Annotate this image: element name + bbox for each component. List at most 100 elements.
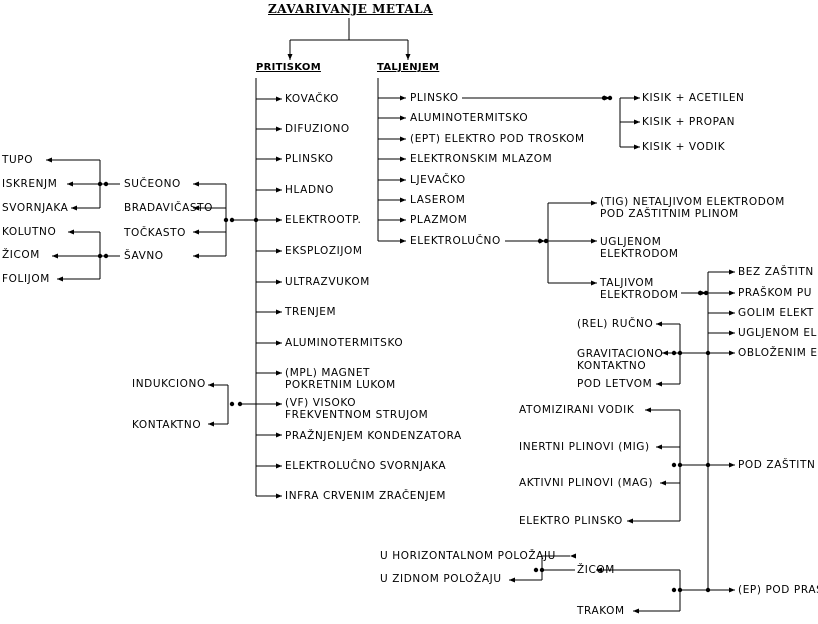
arrowhead (276, 340, 282, 346)
junction-dot (537, 238, 543, 244)
node-tockasto: TOČKASTO (124, 227, 187, 239)
node-horizontalnom: U HORIZONTALNOM POLOŽAJU (380, 550, 556, 562)
arrowhead (287, 54, 293, 60)
node-suceono: SUČEONO (124, 178, 181, 190)
arrowhead (656, 321, 662, 327)
arrowhead (656, 381, 662, 387)
node-iskrenjm: ISKRENJM (2, 178, 58, 190)
arrowhead (660, 480, 666, 486)
node-savno: ŠAVNO (124, 250, 164, 262)
node-ultrazvukom: ULTRAZVUKOM (285, 276, 370, 288)
node-difuziono: DIFUZIONO (285, 123, 350, 135)
node-pod-zastitnim: POD ZAŠTITN (738, 459, 816, 471)
junction-dot (253, 217, 259, 223)
node-elektrolucno: ELEKTROLUČNO (410, 235, 501, 247)
junction-dot (103, 181, 109, 187)
arrowhead (276, 463, 282, 469)
node-svornjaka-suceono: SVORNJAKA (2, 202, 69, 214)
node-ep-pod-praskom: (EP) POD PRAŠ (738, 584, 818, 596)
junction-dot (223, 217, 229, 223)
arrowhead (729, 587, 735, 593)
junction-dot (697, 290, 703, 296)
node-plinsko-pritiskom: PLINSKO (285, 153, 334, 165)
arrowhead (400, 238, 406, 244)
arrowhead (193, 229, 199, 235)
junction-dot (705, 350, 711, 356)
node-kisik-acetilen: KISIK + ACETILEN (642, 92, 745, 104)
node-elektronskim: ELEKTRONSKIM MLAZOM (410, 153, 553, 165)
arrowhead (656, 444, 662, 450)
node-zicom-savno: ŽICOM (2, 249, 40, 261)
branch-pritiskom: PRITISKOM (256, 62, 321, 73)
arrowhead (71, 205, 77, 211)
junction-dot (97, 181, 103, 187)
node-ept: (EPT) ELEKTRO POD TROSKOM (410, 133, 585, 145)
arrowhead (634, 119, 640, 125)
node-svornjaka: ELEKTROLUČNO SVORNJAKA (285, 460, 447, 472)
arrowhead (46, 157, 52, 163)
node-elektrootp: ELEKTROOTP. (285, 214, 362, 226)
node-elektro-plinsko: ELEKTRO PLINSKO (519, 515, 623, 527)
diagram-title: ZAVARIVANJE METALA (268, 2, 433, 16)
arrowhead (400, 177, 406, 183)
arrowhead (276, 279, 282, 285)
junction-dot (677, 462, 683, 468)
arrowhead (193, 205, 199, 211)
node-pod-letvom: POD LETVOM (577, 378, 653, 390)
node-praskom: PRAŠKOM PU (738, 287, 813, 299)
arrowhead (400, 197, 406, 203)
arrowhead (193, 181, 199, 187)
node-ljevacko: LJEVAČKO (410, 174, 466, 186)
node-bradavicasto: BRADAVIČASTO (124, 202, 214, 214)
node-bez-zastitne: BEZ ZAŠTITN (738, 266, 814, 278)
node-zicom-ep: ŽICOM (577, 564, 615, 576)
arrowhead (633, 608, 639, 614)
junction-dot (539, 567, 545, 573)
arrowhead (276, 248, 282, 254)
arrowhead (645, 407, 651, 413)
junction-dot (703, 290, 709, 296)
junction-dot (103, 253, 109, 259)
junction-dot (671, 462, 677, 468)
arrowhead (729, 350, 735, 356)
node-laserom: LASEROM (410, 194, 466, 206)
arrowhead (276, 96, 282, 102)
node-tupo: TUPO (2, 154, 34, 166)
node-aluminotermitsko-taljenjem: ALUMINOTERMITSKO (410, 112, 529, 124)
arrowhead (662, 350, 668, 356)
arrowhead (67, 181, 73, 187)
node-aluminotermitsko-pritiskom: ALUMINOTERMITSKO (285, 337, 404, 349)
arrowhead (405, 54, 411, 60)
arrowhead (57, 276, 63, 282)
node-plinsko-taljenjem: PLINSKO (410, 92, 459, 104)
arrowhead (400, 115, 406, 121)
junction-dot (677, 350, 683, 356)
node-trenjem: TRENJEM (285, 306, 337, 318)
arrowhead (634, 95, 640, 101)
node-kisik-vodik: KISIK + VODIK (642, 141, 726, 153)
node-rel-rucno: (REL) RUČNO (577, 318, 654, 330)
node-golim: GOLIM ELEKT (738, 307, 814, 319)
arrowhead (276, 309, 282, 315)
node-praznjenjem: PRAŽNJENJEM KONDENZATORA (285, 430, 462, 442)
node-folijom: FOLIJOM (2, 273, 50, 285)
branch-taljenjem: TALJENJEM (377, 62, 440, 73)
arrowhead (729, 310, 735, 316)
arrowhead (276, 370, 282, 376)
node-eksplozijom: EKSPLOZIJOM (285, 245, 363, 257)
junction-dot (229, 217, 235, 223)
arrowhead (208, 382, 214, 388)
junction-dot (705, 587, 711, 593)
junction-dot (229, 401, 235, 407)
arrowhead (509, 577, 515, 583)
arrowhead (400, 156, 406, 162)
arrowhead (276, 432, 282, 438)
junction-dot (601, 95, 607, 101)
node-kontaktno: KONTAKTNO (132, 419, 202, 431)
node-kolutno: KOLUTNO (2, 226, 57, 238)
arrowhead (570, 553, 576, 559)
